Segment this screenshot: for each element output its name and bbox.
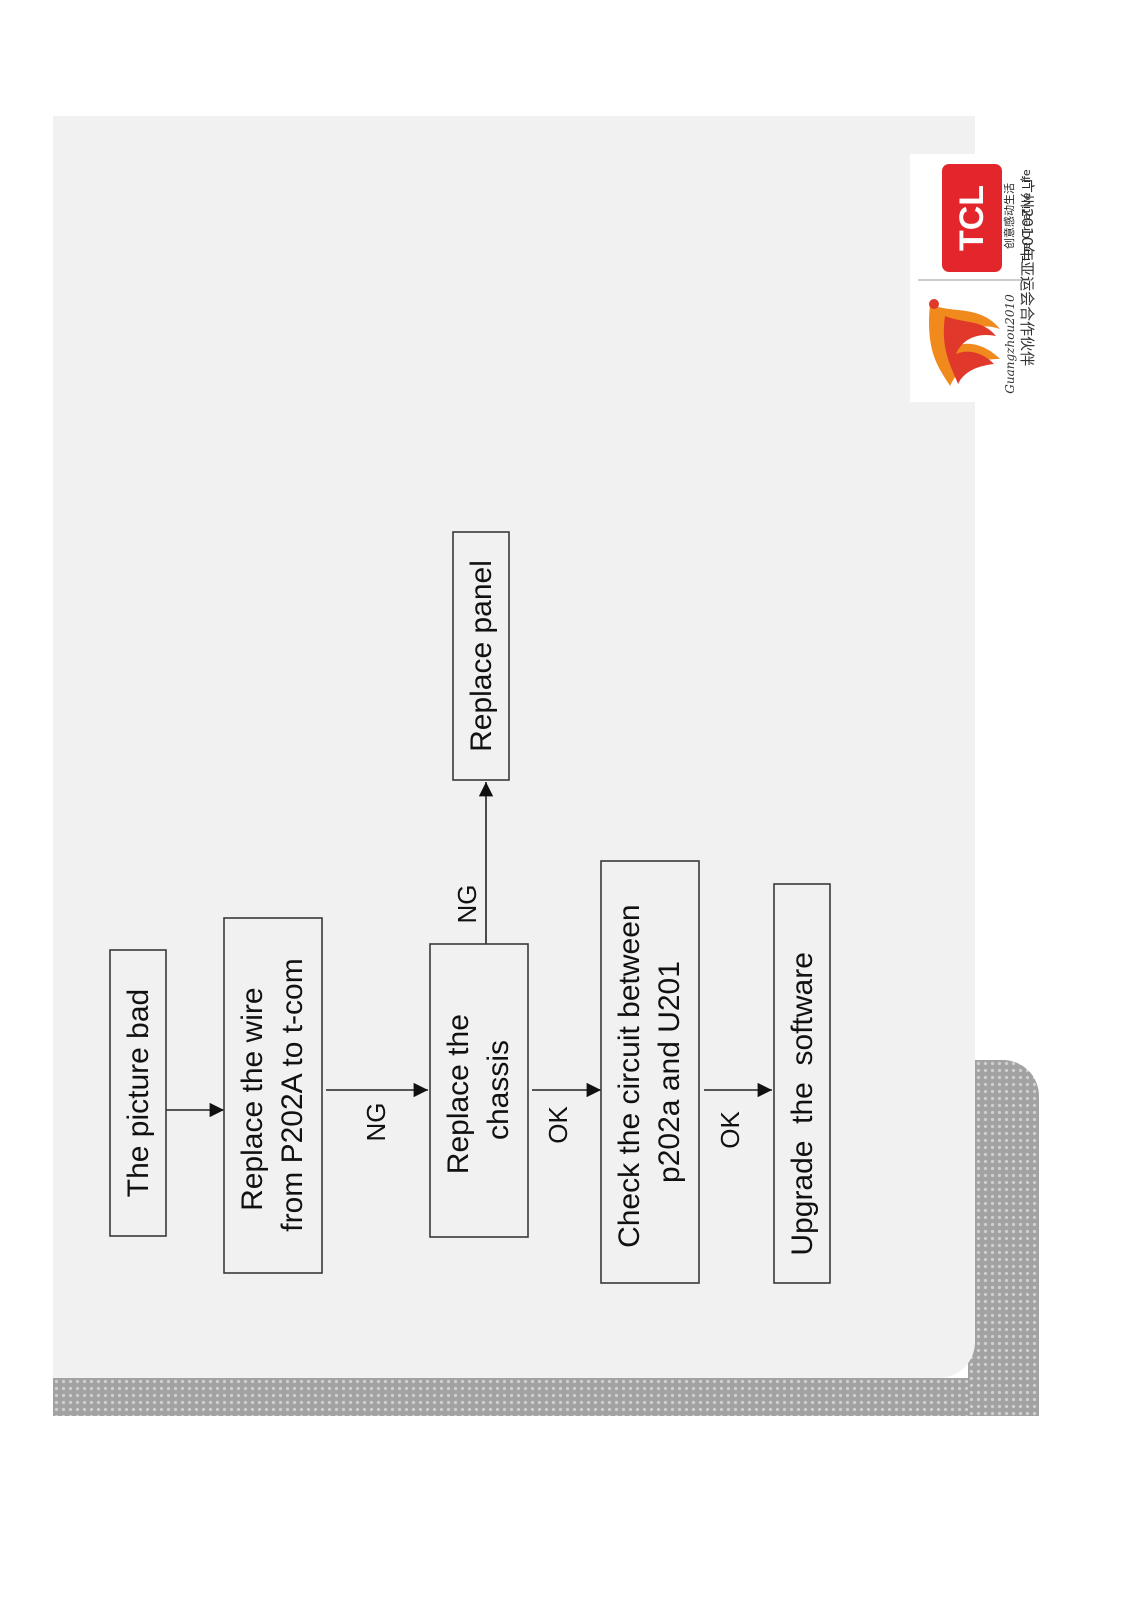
tcl-logo-text: TCL	[953, 185, 991, 251]
node-label: Upgrade the software	[786, 952, 819, 1256]
branding-logos: TCL 创意感动生活 The Creative Life Guangzhou20…	[910, 154, 1040, 402]
dotted-border-right	[968, 1060, 1039, 1416]
node-label: p202a and U201	[653, 961, 686, 1183]
node-label: Check the circuit between	[613, 904, 646, 1248]
node-label: Replace panel	[465, 560, 498, 752]
svg-text:Upgrade the software: Upgrade the software	[786, 910, 819, 1255]
partner-caption: 广州2010年亚运会合作伙伴	[1018, 178, 1036, 367]
node-the-picture-bad: The picture bad	[109, 949, 167, 1237]
node-label: Replace the wire	[236, 987, 269, 1210]
tcl-logo: TCL	[942, 164, 1002, 272]
node-replace-the-chassis: Replace the chassis	[429, 943, 529, 1238]
node-label: from P202A to t-com	[276, 958, 309, 1231]
svg-text:The picture bad: The picture bad	[122, 989, 155, 1197]
edge-label-ng: NG	[361, 1103, 391, 1142]
svg-text:Replace the wire from P2: Replace the wire from P202A to t-com	[236, 958, 309, 1231]
svg-text:Replace the chassis: Replace the chassis	[442, 1006, 515, 1174]
svg-text:Check the circuit between: Check the circuit between p202a and U201	[613, 896, 686, 1248]
node-replace-panel: Replace panel	[452, 531, 510, 781]
dotted-border-bottom	[53, 1378, 1039, 1416]
node-label: The picture bad	[122, 989, 155, 1197]
svg-text:Replace panel: Replace panel	[465, 560, 498, 752]
edge-label-ok: OK	[543, 1106, 573, 1144]
tcl-slogan-cn: 创意感动生活	[1002, 183, 1016, 249]
node-replace-the-wire: Replace the wire from P202A to t-com	[223, 917, 323, 1274]
edge-label-ng: NG	[452, 885, 482, 924]
node-label: Replace the	[442, 1014, 475, 1174]
edge-label-ok: OK	[715, 1111, 745, 1149]
node-upgrade-the-software: Upgrade the software	[773, 883, 831, 1284]
tcl-slogan: 创意感动生活 The Creative Life	[1002, 169, 1033, 264]
tcl-slogan-en: The Creative Life	[1020, 169, 1033, 264]
node-check-the-circuit: Check the circuit between p202a and U201	[600, 860, 700, 1284]
games-logo-text: Guangzhou2010	[1003, 294, 1017, 394]
node-label: chassis	[482, 1040, 515, 1140]
guangzhou-2010-emblem: Guangzhou2010	[929, 294, 1017, 394]
